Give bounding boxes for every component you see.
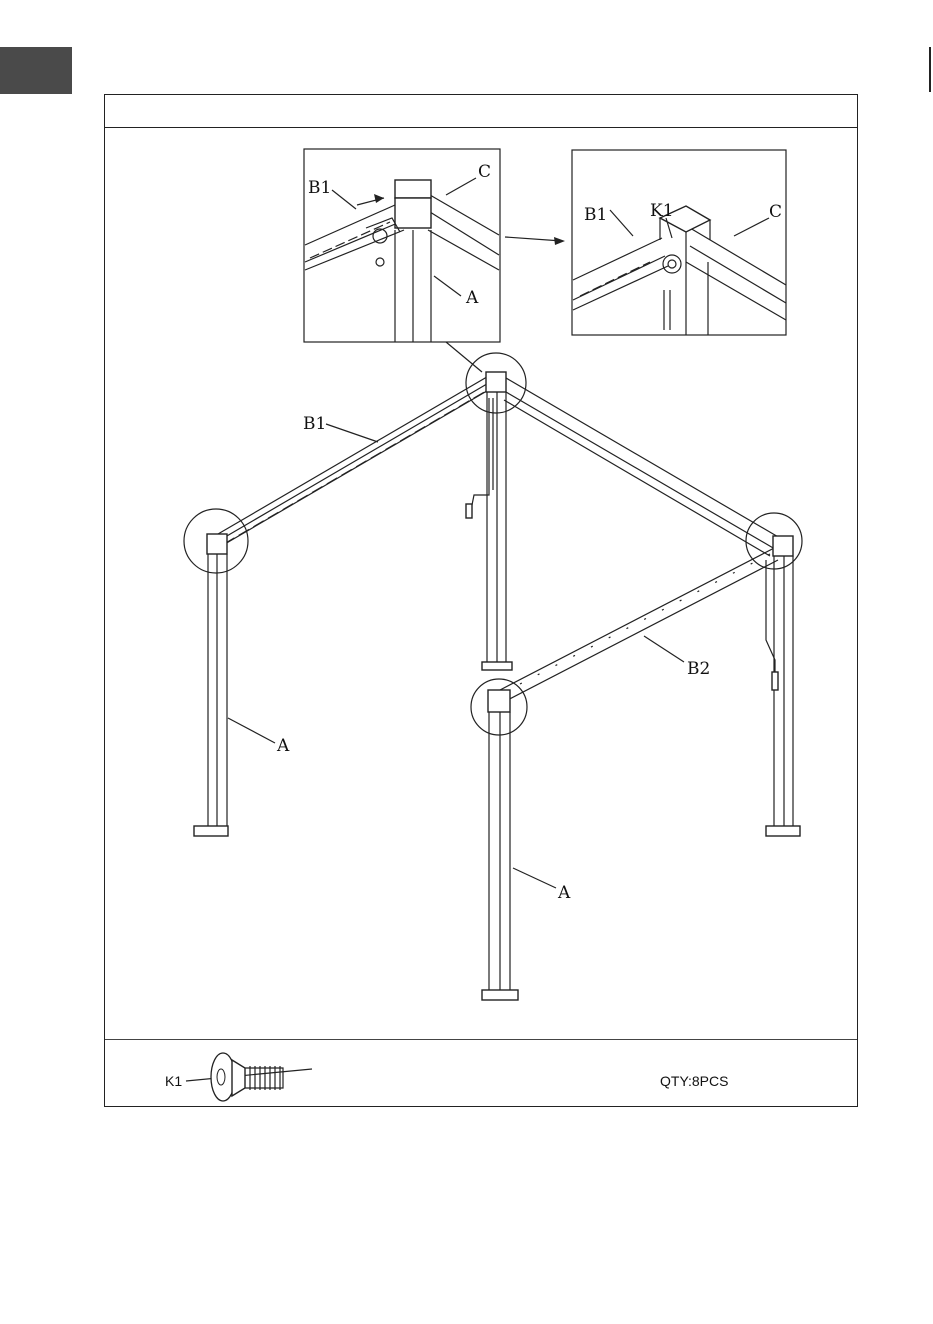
detail2-label-k1: K1	[650, 201, 674, 221]
detail-leader	[446, 342, 482, 372]
detail2-label-c: C	[769, 202, 782, 222]
main-label-a-front: A	[557, 883, 571, 903]
main-label-b1: B1	[303, 414, 326, 434]
detail1-label-a: A	[465, 288, 479, 308]
detail-transition-arrow	[505, 237, 562, 241]
detail2-label-b1: B1	[584, 205, 607, 225]
detail1-label-b1: B1	[308, 178, 331, 198]
main-label-a-left: A	[276, 736, 290, 756]
detail1-label-c: C	[478, 162, 491, 182]
main-frame: B1 B2 A A	[184, 353, 802, 1000]
k1-screw-icon	[186, 1053, 312, 1101]
detail-view-1: B1 C A	[304, 149, 500, 342]
detail-view-2: B1 K1 C	[572, 150, 786, 335]
main-label-b2: B2	[687, 659, 710, 679]
